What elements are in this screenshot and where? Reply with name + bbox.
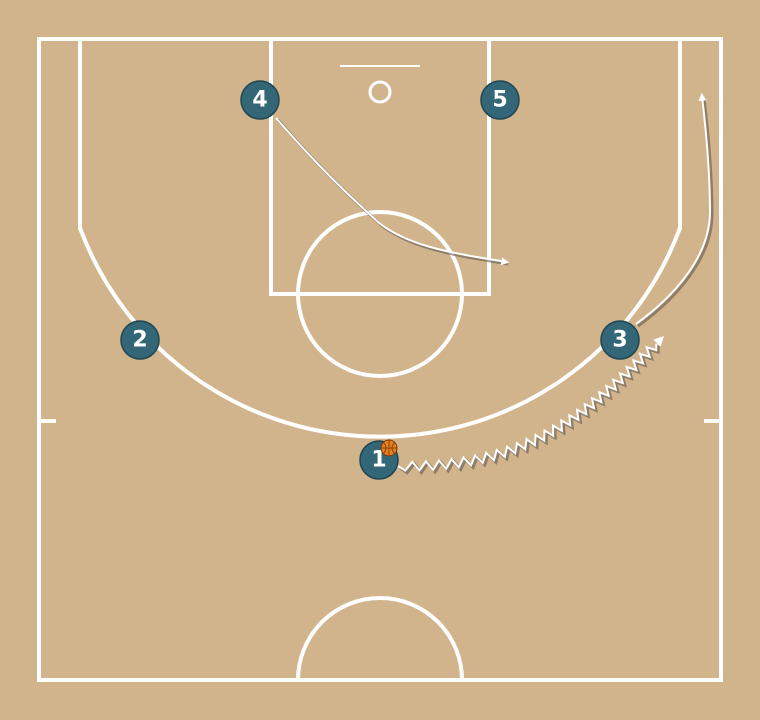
player-3-label: 3	[612, 328, 627, 353]
dribble-path-player-1	[397, 343, 658, 473]
player-4-marker	[240, 80, 280, 120]
players: 4 5 2 3 1	[120, 80, 640, 480]
player-5-label: 5	[492, 88, 507, 113]
player-3-marker	[600, 320, 640, 360]
basketball-icon	[380, 439, 398, 457]
action-lines	[275, 92, 714, 475]
player-5-marker	[480, 80, 520, 120]
cut-path-player-3	[635, 92, 712, 325]
hoop	[368, 80, 392, 104]
player-4-label: 4	[252, 88, 267, 113]
paint-lane	[269, 37, 491, 296]
player-4[interactable]: 4	[240, 80, 280, 120]
player-2-marker	[120, 320, 160, 360]
player-5[interactable]: 5	[480, 80, 520, 120]
center-circle	[296, 596, 464, 681]
free-throw-circle	[296, 210, 464, 378]
player-2[interactable]: 2	[120, 320, 160, 360]
player-2-label: 2	[132, 328, 147, 353]
cut-path-player-4	[275, 117, 510, 266]
dribble-arrowhead	[653, 336, 664, 347]
cut-path-player-3-shadow	[637, 97, 714, 328]
player-3[interactable]: 3	[600, 320, 640, 360]
